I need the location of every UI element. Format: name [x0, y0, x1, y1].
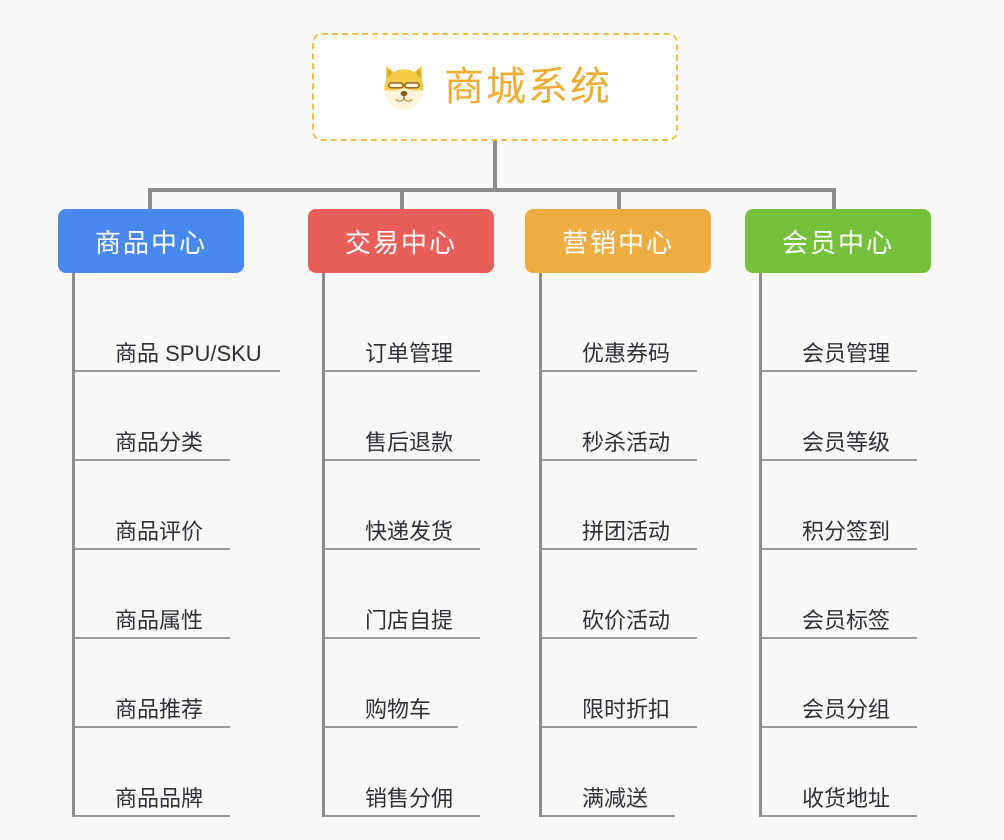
leaf-item[interactable]: 门店自提 [325, 550, 494, 639]
leaf-item-label: 满减送 [582, 785, 649, 811]
leaf-item-label: 销售分佣 [365, 785, 454, 811]
connector-drop-3 [617, 188, 621, 209]
leaf-item-underline [75, 637, 230, 639]
leaf-list-4: 会员管理会员等级积分签到会员标签会员分组收货地址 [759, 273, 931, 817]
leaf-item[interactable]: 满减送 [542, 728, 711, 817]
category-header-1[interactable]: 商品中心 [58, 209, 244, 273]
connector-drop-4 [832, 188, 836, 209]
leaf-item-label: 会员分组 [802, 696, 891, 722]
leaf-item-label: 门店自提 [365, 607, 454, 633]
leaf-item-label: 限时折扣 [582, 696, 671, 722]
leaf-item[interactable]: 砍价活动 [542, 550, 711, 639]
leaf-item-underline [762, 370, 917, 372]
leaf-item-underline [762, 459, 917, 461]
leaf-item[interactable]: 商品品牌 [75, 728, 244, 817]
leaf-item-underline [75, 726, 230, 728]
leaf-item[interactable]: 商品属性 [75, 550, 244, 639]
leaf-item-label: 秒杀活动 [582, 429, 671, 455]
leaf-item-underline [762, 637, 917, 639]
leaf-item-underline [542, 370, 697, 372]
leaf-item-underline [542, 726, 697, 728]
category-title: 交易中心 [344, 227, 457, 258]
leaf-item-underline [75, 459, 230, 461]
leaf-item-label: 积分签到 [802, 518, 891, 544]
leaf-list-2: 订单管理售后退款快递发货门店自提购物车销售分佣 [322, 273, 494, 817]
leaf-item-underline [325, 459, 480, 461]
leaf-item[interactable]: 订单管理 [325, 283, 494, 372]
leaf-item[interactable]: 秒杀活动 [542, 372, 711, 461]
leaf-item[interactable]: 销售分佣 [325, 728, 494, 817]
leaf-item[interactable]: 商品分类 [75, 372, 244, 461]
leaf-item-underline [75, 548, 230, 550]
leaf-item-label: 砍价活动 [582, 607, 671, 633]
leaf-item[interactable]: 购物车 [325, 639, 494, 728]
leaf-item-underline [325, 548, 480, 550]
leaf-item[interactable]: 快递发货 [325, 461, 494, 550]
leaf-item-underline [542, 548, 697, 550]
leaf-item-label: 商品分类 [115, 429, 204, 455]
leaf-item[interactable]: 拼团活动 [542, 461, 711, 550]
shiba-dog-emoji-icon [384, 65, 424, 110]
leaf-item-label: 收货地址 [802, 785, 891, 811]
leaf-item[interactable]: 会员等级 [762, 372, 931, 461]
leaf-item[interactable]: 售后退款 [325, 372, 494, 461]
category-title: 商品中心 [94, 227, 207, 258]
leaf-item[interactable]: 收货地址 [762, 728, 931, 817]
connector-root-stem [493, 141, 497, 191]
branch-column-1: 商品中心 商品 SPU/SKU 商品分类商品评价商品属性商品推荐商品品牌 [58, 209, 280, 817]
leaf-item-underline [75, 370, 280, 372]
leaf-item-label: 优惠券码 [582, 340, 671, 366]
leaf-item-underline [762, 815, 917, 817]
leaf-item-underline [762, 548, 917, 550]
category-header-2[interactable]: 交易中心 [308, 209, 494, 273]
leaf-item[interactable]: 商品推荐 [75, 639, 244, 728]
leaf-item[interactable]: 会员管理 [762, 283, 931, 372]
category-header-4[interactable]: 会员中心 [745, 209, 931, 273]
leaf-item-underline [325, 726, 458, 728]
category-title: 会员中心 [781, 227, 894, 258]
leaf-item-underline [325, 815, 480, 817]
leaf-item-underline [325, 370, 480, 372]
leaf-item[interactable]: 会员分组 [762, 639, 931, 728]
leaf-item[interactable]: 会员标签 [762, 550, 931, 639]
root-title: 商城系统 [444, 65, 612, 109]
leaf-item[interactable]: 积分签到 [762, 461, 931, 550]
root-node[interactable]: 商城系统 [312, 33, 678, 141]
leaf-item[interactable]: 优惠券码 [542, 283, 711, 372]
leaf-item[interactable]: 限时折扣 [542, 639, 711, 728]
category-header-3[interactable]: 营销中心 [525, 209, 711, 273]
leaf-item-label: 会员标签 [802, 607, 891, 633]
leaf-item-label: 商品品牌 [115, 785, 204, 811]
leaf-item-label: 会员管理 [802, 340, 891, 366]
branch-column-4: 会员中心 会员管理会员等级积分签到会员标签会员分组收货地址 [745, 209, 931, 817]
connector-horizontal-bus [148, 188, 836, 192]
leaf-list-3: 优惠券码秒杀活动拼团活动砍价活动限时折扣满减送 [539, 273, 711, 817]
leaf-item-underline [762, 726, 917, 728]
leaf-item-label: 订单管理 [365, 340, 454, 366]
leaf-item[interactable]: 商品 SPU/SKU [75, 283, 280, 372]
branch-column-3: 营销中心 优惠券码秒杀活动拼团活动砍价活动限时折扣满减送 [525, 209, 711, 817]
leaf-item-underline [542, 459, 697, 461]
leaf-item-label: 商品评价 [115, 518, 204, 544]
leaf-item-label: 快递发货 [365, 518, 454, 544]
connector-drop-2 [400, 188, 404, 209]
leaf-item-underline [75, 815, 230, 817]
category-title: 营销中心 [561, 227, 674, 258]
leaf-item-underline [542, 815, 675, 817]
leaf-list-1: 商品 SPU/SKU 商品分类商品评价商品属性商品推荐商品品牌 [72, 273, 280, 817]
branch-column-2: 交易中心 订单管理售后退款快递发货门店自提购物车销售分佣 [308, 209, 494, 817]
leaf-item-label: 购物车 [365, 696, 432, 722]
leaf-item-label: 商品 SPU/SKU [115, 340, 262, 366]
connector-drop-1 [148, 188, 152, 209]
leaf-item-label: 商品推荐 [115, 696, 204, 722]
leaf-item-label: 售后退款 [365, 429, 454, 455]
leaf-item-label: 会员等级 [802, 429, 891, 455]
leaf-item-underline [325, 637, 480, 639]
leaf-item-label: 商品属性 [115, 607, 204, 633]
leaf-item-label: 拼团活动 [582, 518, 671, 544]
leaf-item[interactable]: 商品评价 [75, 461, 244, 550]
leaf-item-underline [542, 637, 697, 639]
